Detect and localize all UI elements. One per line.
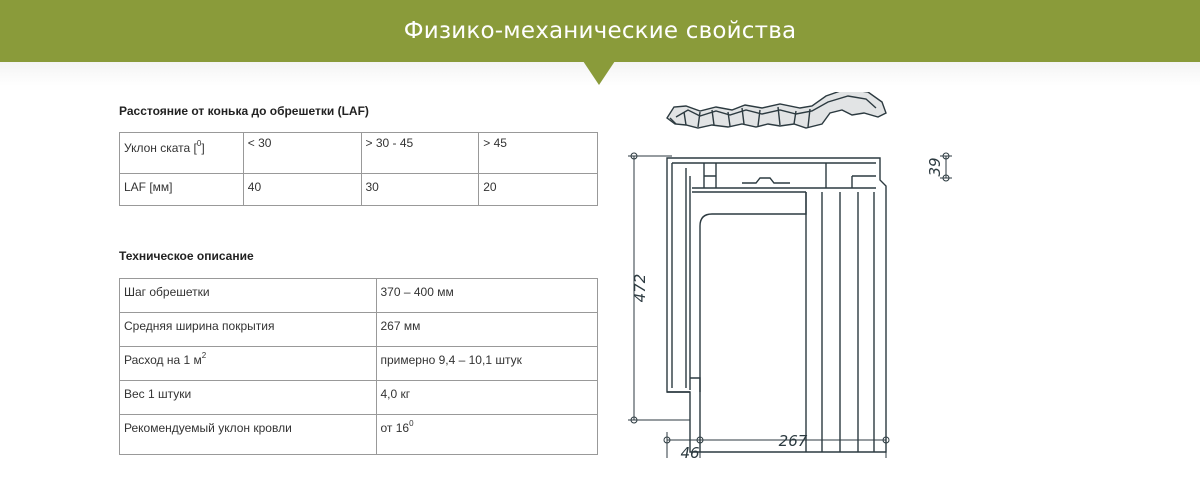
laf-slope-label: Уклон ската [0] [119, 132, 244, 174]
table-cell: 267 мм [375, 312, 598, 347]
tile-profile [666, 92, 887, 129]
table-row: Вес 1 штуки 4,0 кг [119, 380, 598, 415]
laf-mm-label: LAF [мм] [119, 173, 244, 206]
table-cell: > 45 [478, 132, 598, 174]
table-cell: 40 [242, 173, 362, 206]
table-cell: 30 [360, 173, 480, 206]
table-cell: Расход на 1 м2 [119, 346, 377, 381]
tech-table: Шаг обрешетки 370 – 400 мм Средняя ширин… [119, 278, 598, 455]
dim-top-label: 39 [926, 157, 944, 176]
laf-table: Уклон ската [0] < 30 > 30 - 45 > 45 LAF … [119, 132, 598, 206]
table-cell: > 30 - 45 [360, 132, 480, 174]
table-cell: 4,0 кг [375, 380, 598, 415]
table-row: Шаг обрешетки 370 – 400 мм [119, 278, 598, 313]
table-cell: Вес 1 штуки [119, 380, 377, 415]
laf-title: Расстояние от конька до обрешетки (LAF) [119, 104, 369, 118]
dim-height-label: 472 [631, 274, 649, 303]
table-row: Средняя ширина покрытия 267 мм [119, 312, 598, 347]
tile-plan [666, 157, 887, 453]
table-row: Рекомендуемый уклон кровли от 160 [119, 414, 598, 455]
dim-left-label: 46 [680, 444, 699, 462]
dimension-lines [628, 152, 952, 458]
table-row: Расход на 1 м2 примерно 9,4 – 10,1 штук [119, 346, 598, 381]
header-pointer [583, 61, 615, 85]
table-cell: Шаг обрешетки [119, 278, 377, 313]
table-cell: 370 – 400 мм [375, 278, 598, 313]
table-cell: 20 [478, 173, 598, 206]
table-cell: примерно 9,4 – 10,1 штук [375, 346, 598, 381]
section-header [0, 0, 1200, 62]
table-cell: от 160 [375, 414, 598, 455]
table-cell: Рекомендуемый уклон кровли [119, 414, 377, 455]
table-row: Уклон ската [0] < 30 > 30 - 45 > 45 [119, 132, 598, 174]
table-cell: Средняя ширина покрытия [119, 312, 377, 347]
tech-title: Техническое описание [119, 249, 254, 263]
table-row: LAF [мм] 40 30 20 [119, 173, 598, 206]
tile-drawing: 472 39 267 46 [628, 92, 952, 462]
section-title: Физико-механические свойства [403, 18, 797, 44]
dim-width-label: 267 [779, 432, 808, 450]
table-cell: < 30 [242, 132, 362, 174]
